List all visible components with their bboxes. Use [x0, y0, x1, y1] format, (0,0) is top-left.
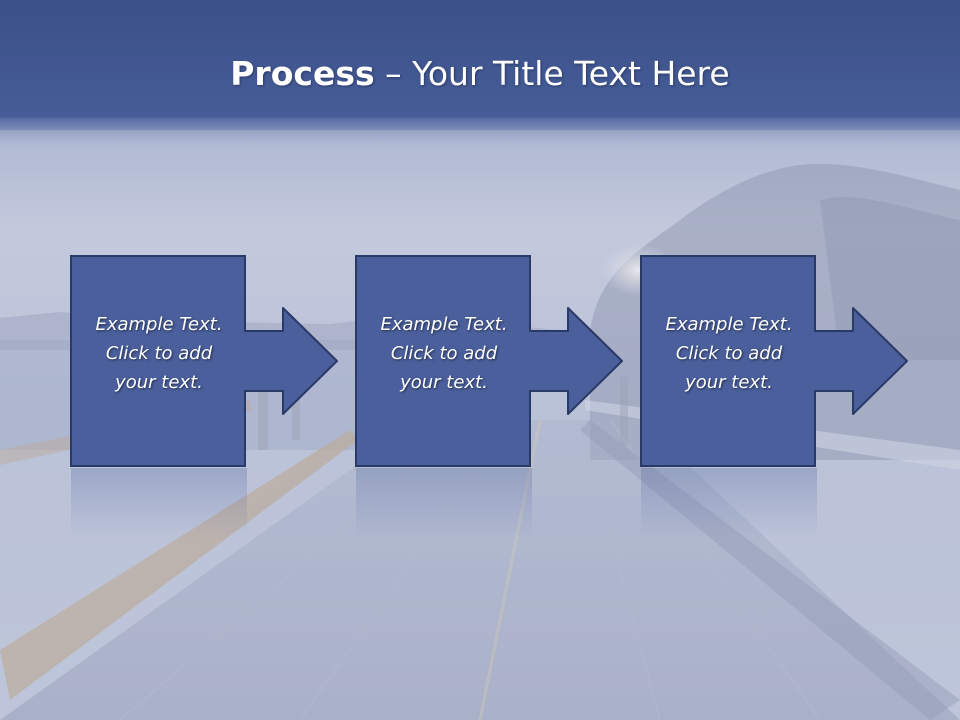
step-3-text: Example Text. Click to add your text. [643, 310, 815, 397]
step-2-line-3: your text. [400, 372, 488, 393]
slide-title[interactable]: Process – Your Title Text Here [0, 52, 960, 96]
step-2-line-2: Click to add [390, 343, 498, 364]
process-step-2[interactable]: Example Text. Click to add your text. [355, 255, 623, 468]
step-2-text: Example Text. Click to add your text. [358, 310, 530, 397]
step-2-reflection [356, 468, 532, 538]
step-3-arrow-shape [640, 255, 908, 467]
title-bold-text: Process [230, 54, 375, 93]
step-3-line-3: your text. [685, 372, 773, 393]
step-1-arrow-shape [70, 255, 338, 467]
step-2-line-1: Example Text. [380, 314, 508, 335]
step-1-line-2: Click to add [105, 343, 213, 364]
step-3-reflection [641, 468, 817, 538]
step-1-line-3: your text. [115, 372, 203, 393]
process-step-3[interactable]: Example Text. Click to add your text. [640, 255, 908, 468]
step-1-line-1: Example Text. [95, 314, 223, 335]
step-1-text: Example Text. Click to add your text. [73, 310, 245, 397]
process-step-1[interactable]: Example Text. Click to add your text. [70, 255, 338, 468]
step-2-arrow-shape [355, 255, 623, 467]
title-rest-text: – Your Title Text Here [374, 54, 730, 93]
step-3-line-1: Example Text. [665, 314, 793, 335]
step-3-line-2: Click to add [675, 343, 783, 364]
step-1-reflection [71, 468, 247, 538]
